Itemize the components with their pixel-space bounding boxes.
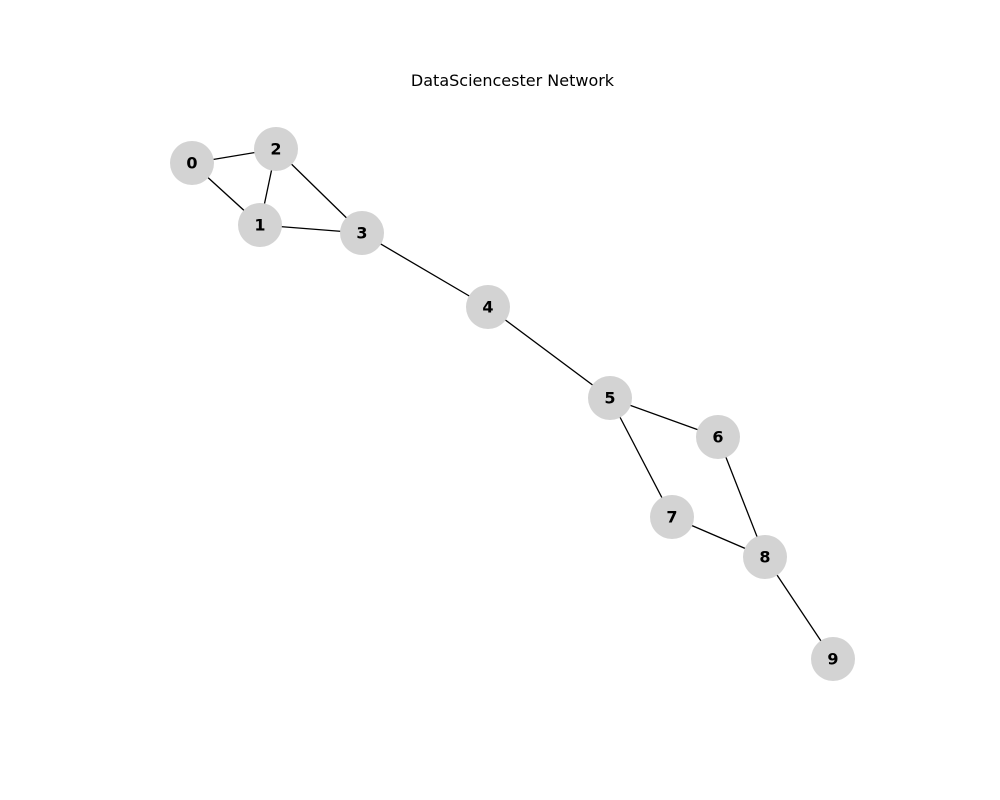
node-label: 9 [827, 650, 838, 669]
nodes-layer: 0 1 2 3 4 5 6 7 8 9 [170, 127, 855, 681]
node-2: 2 [254, 127, 298, 171]
node-circle [743, 535, 787, 579]
node-circle [170, 141, 214, 185]
node-6: 6 [696, 415, 740, 459]
node-label: 2 [270, 140, 281, 159]
node-circle [340, 211, 384, 255]
node-circle [254, 127, 298, 171]
node-circle [696, 415, 740, 459]
edges-layer [191, 148, 834, 660]
node-circle [811, 637, 855, 681]
diagram-title: DataSciencester Network [410, 71, 615, 90]
node-circle [238, 203, 282, 247]
node-1: 1 [238, 203, 282, 247]
node-label: 8 [759, 548, 770, 567]
node-5: 5 [588, 376, 632, 420]
node-9: 9 [811, 637, 855, 681]
node-label: 6 [712, 428, 723, 447]
node-label: 1 [254, 216, 265, 235]
node-7: 7 [650, 495, 694, 539]
node-8: 8 [743, 535, 787, 579]
node-label: 4 [482, 298, 493, 317]
node-circle [466, 285, 510, 329]
edge-5-7 [609, 397, 673, 518]
node-label: 7 [666, 508, 677, 527]
node-circle [588, 376, 632, 420]
node-label: 3 [356, 224, 367, 243]
edge-4-5 [487, 306, 611, 399]
edge-3-4 [361, 232, 489, 308]
node-label: 0 [186, 154, 197, 173]
node-3: 3 [340, 211, 384, 255]
node-4: 4 [466, 285, 510, 329]
node-label: 5 [604, 389, 615, 408]
node-circle [650, 495, 694, 539]
node-0: 0 [170, 141, 214, 185]
